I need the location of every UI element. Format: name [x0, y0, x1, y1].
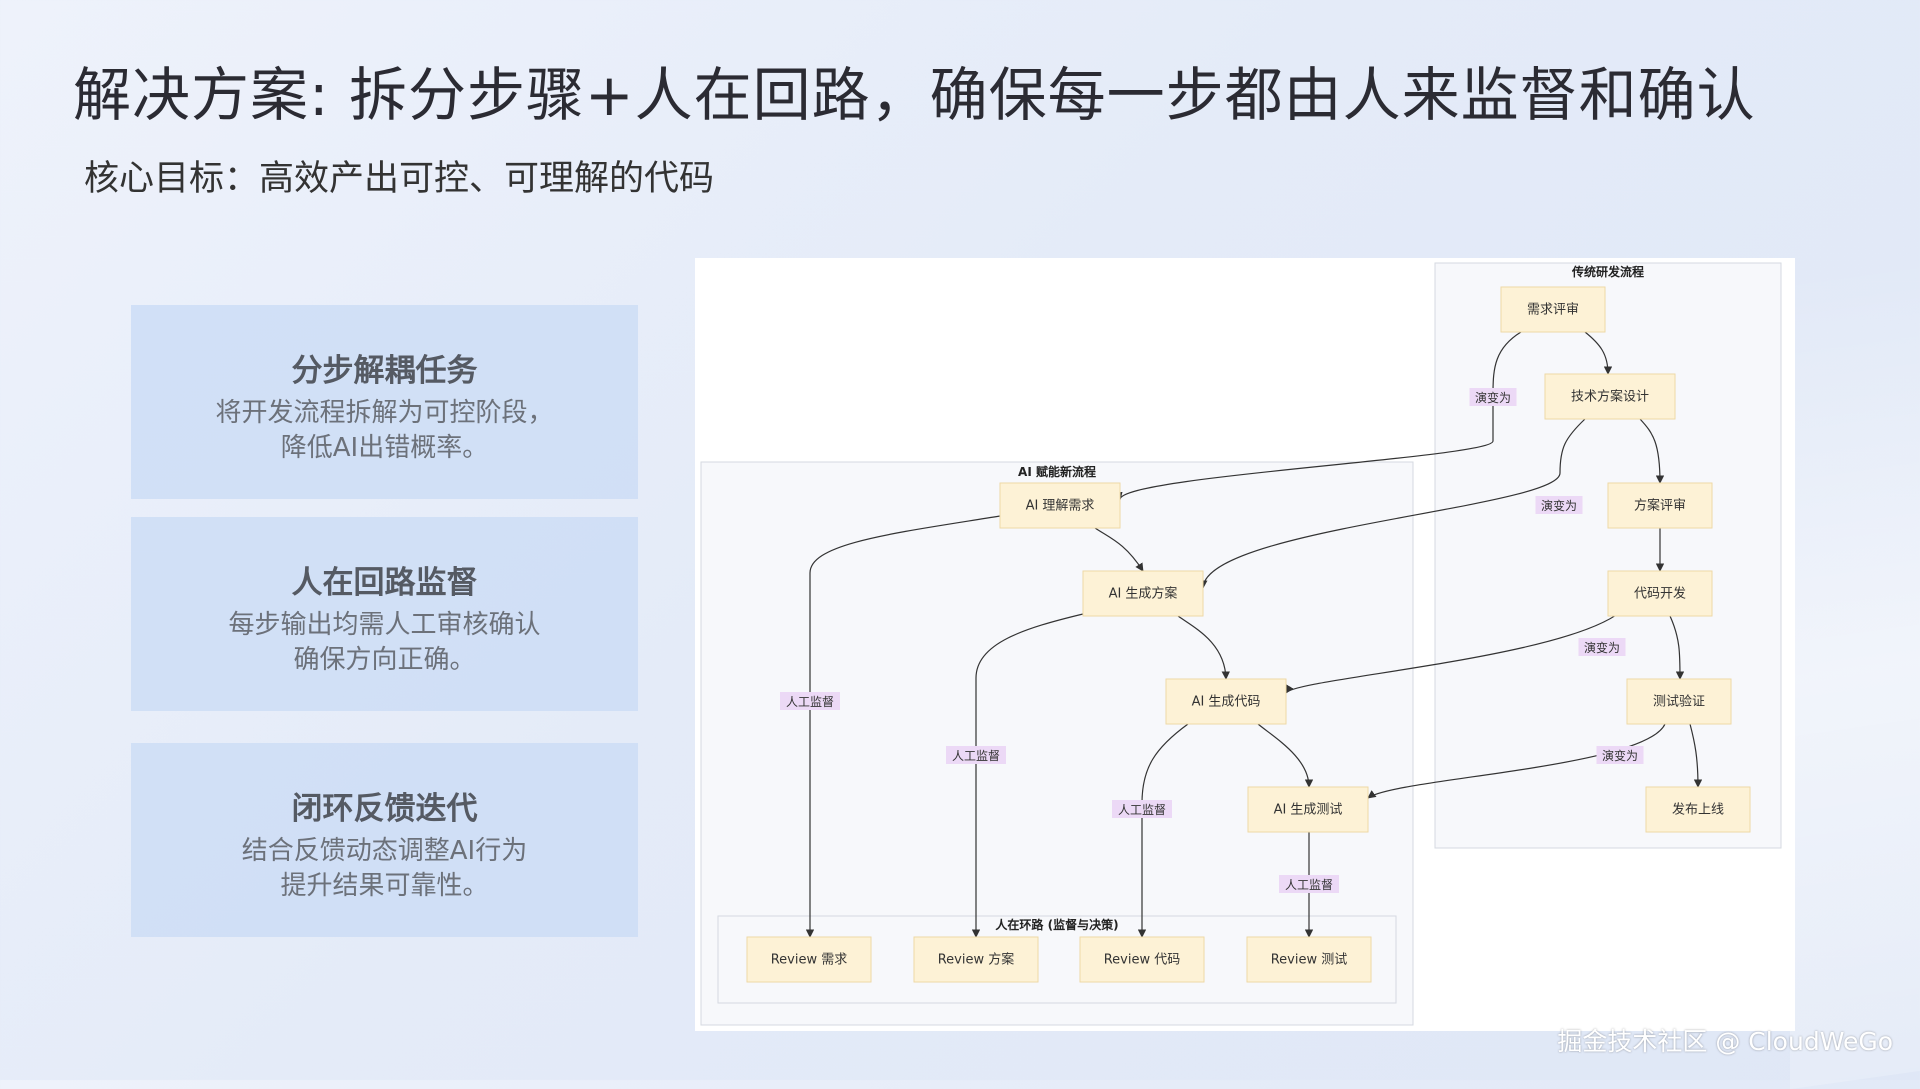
node-label-ai_plan: AI 生成方案	[1109, 586, 1178, 602]
card-heading: 分步解耦任务	[291, 353, 478, 389]
node-label-tech_design: 技术方案设计	[1571, 389, 1649, 405]
card-line: 将开发流程拆解为可控阶段，	[215, 398, 554, 428]
node-label-release: 发布上线	[1672, 802, 1724, 818]
node-box-test_verify	[1626, 678, 1732, 725]
card-line: 结合反馈动态调整AI行为	[241, 836, 528, 866]
edge-label: 演变为	[1584, 640, 1620, 655]
edge-label-bg	[1279, 875, 1339, 893]
node-box-review_req	[746, 936, 872, 983]
node-label-test_verify: 测试验证	[1653, 694, 1705, 710]
background-light-streak	[1790, 250, 1920, 1089]
edge-req-to-design	[1584, 331, 1613, 375]
group-title-ai: AI 赋能新流程	[1018, 464, 1096, 479]
node-label-review_code: Review 代码	[1104, 953, 1181, 968]
node-box-tech_design	[1544, 373, 1676, 420]
edge-label-bg	[946, 746, 1006, 764]
node-label-plan_review: 方案评审	[1634, 498, 1686, 514]
edge-label-bg	[780, 692, 840, 710]
card-heading: 闭环反馈迭代	[291, 791, 478, 827]
card-feedback-loop: 闭环反馈迭代 结合反馈动态调整AI行为 提升结果可靠性。	[131, 743, 638, 937]
edge-evolve-code	[1285, 607, 1626, 694]
watermark: 掘金技术社区 @ CloudWeGo	[1557, 1027, 1893, 1056]
node-box-ai_understand	[999, 482, 1121, 529]
card-body: 结合反馈动态调整AI行为 提升结果可靠性。	[131, 834, 638, 904]
card-line: 每步输出均需人工审核确认	[228, 610, 541, 640]
card-line: 提升结果可靠性。	[280, 871, 489, 901]
card-line: 降低AI出错概率。	[280, 433, 489, 463]
edge-label-bg	[1596, 746, 1644, 764]
edge-test-to-release	[1689, 723, 1703, 788]
node-label-ai_understand: AI 理解需求	[1026, 499, 1095, 514]
node-box-review_plan	[913, 936, 1039, 983]
node-box-review_test	[1246, 936, 1372, 983]
node-box-plan_review	[1607, 482, 1713, 529]
edge-design-to-planreview	[1639, 418, 1665, 484]
card-line: 确保方向正确。	[293, 645, 476, 675]
node-label-ai_test: AI 生成测试	[1274, 803, 1343, 818]
card-step-decoupling: 分步解耦任务 将开发流程拆解为可控阶段， 降低AI出错概率。	[131, 305, 638, 499]
edge-code-to-test-ai	[1257, 723, 1314, 788]
node-box-ai_plan	[1082, 570, 1204, 617]
edge-evolve-plan	[1199, 418, 1586, 589]
edge-code-to-test	[1669, 615, 1685, 680]
card-human-in-loop: 人在回路监督 每步输出均需人工审核确认 确保方向正确。	[131, 517, 638, 711]
node-box-code_dev	[1607, 570, 1713, 617]
slide-subtitle: 核心目标：高效产出可控、可理解的代码	[84, 159, 715, 199]
card-heading: 人在回路监督	[291, 565, 478, 601]
edge-supervise-plan	[971, 613, 1084, 938]
edge-label: 演变为	[1541, 498, 1577, 513]
edge-label: 人工监督	[786, 694, 834, 709]
card-body: 将开发流程拆解为可控阶段， 降低AI出错概率。	[131, 396, 638, 466]
edge-label-bg	[1112, 800, 1172, 818]
node-label-code_dev: 代码开发	[1634, 586, 1686, 602]
edge-label: 人工监督	[1285, 877, 1333, 892]
node-box-ai_code	[1165, 678, 1287, 725]
node-label-review_req: Review 需求	[771, 953, 848, 968]
edge-label-bg	[1535, 496, 1583, 514]
edge-understand-to-plan	[1094, 527, 1144, 572]
edge-evolve-test	[1367, 723, 1666, 799]
card-body: 每步输出均需人工审核确认 确保方向正确。	[131, 608, 638, 678]
edge-label: 演变为	[1475, 390, 1511, 405]
node-box-req_review	[1500, 286, 1606, 333]
edge-label: 演变为	[1602, 748, 1638, 763]
edge-supervise-req	[805, 515, 1001, 938]
node-box-review_code	[1079, 936, 1205, 983]
node-label-ai_code: AI 生成代码	[1192, 695, 1261, 710]
edge-label: 人工监督	[952, 748, 1000, 763]
group-title-human: 人在环路 (监督与决策)	[995, 917, 1118, 932]
edge-evolve-understand	[1114, 331, 1522, 501]
node-label-req_review: 需求评审	[1527, 303, 1579, 318]
edge-label-bg	[1469, 388, 1517, 406]
node-label-review_plan: Review 方案	[938, 952, 1015, 968]
edge-label-bg	[1578, 638, 1626, 656]
edge-plan-to-code	[1177, 615, 1230, 680]
edge-label: 人工监督	[1118, 802, 1166, 817]
node-box-ai_test	[1247, 786, 1369, 833]
node-label-review_test: Review 测试	[1271, 953, 1348, 968]
slide-title: 解决方案: 拆分步骤+人在回路，确保每一步都由人来监督和确认	[73, 61, 1756, 129]
node-box-release	[1645, 786, 1751, 833]
group-title-traditional: 传统研发流程	[1571, 264, 1644, 279]
flow-diagram: 传统研发流程 AI 赋能新流程人在环路 (监督与决策) 需求评审技术方案设计方案评审…	[695, 258, 1795, 1031]
